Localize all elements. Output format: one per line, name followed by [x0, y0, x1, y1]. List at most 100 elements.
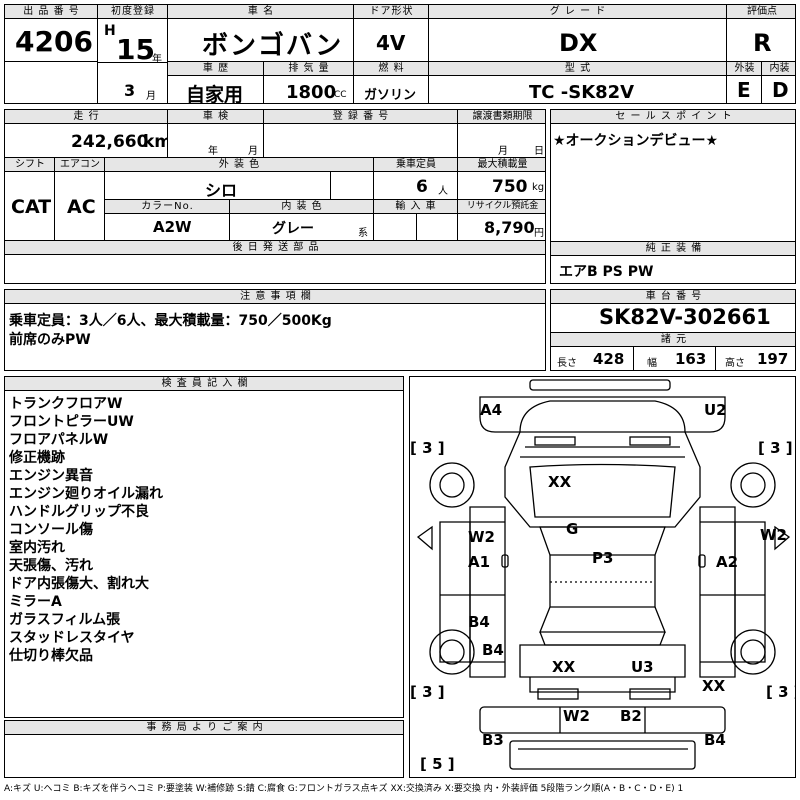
- history-value: 自家用: [186, 84, 244, 104]
- load-cell: 最大積載量 750 kg: [458, 158, 545, 200]
- month-number: 3: [124, 81, 136, 100]
- capacity-value: 6: [416, 177, 428, 197]
- color-label: 外 装 色: [105, 158, 373, 172]
- tire-rr: [ 3 ]: [766, 683, 795, 701]
- score-label: 評価点: [727, 5, 795, 19]
- width-value: 163: [675, 350, 707, 368]
- ac-value: AC: [67, 196, 96, 218]
- damage-xx-1: XX: [548, 473, 572, 491]
- car-diagram: [416, 379, 791, 770]
- capacity-unit: 人: [438, 186, 448, 197]
- car-name-label: 車 名: [168, 5, 353, 19]
- recycle-value: 8,790: [484, 218, 535, 237]
- tire-spare: [ 5 ]: [420, 755, 455, 773]
- interior-label: 内装: [762, 62, 795, 76]
- damage-p3: P3: [592, 549, 614, 567]
- mileage-unit: km: [143, 132, 167, 152]
- damage-a4: A4: [480, 401, 503, 419]
- inspector-line: 修正機跡: [9, 450, 65, 466]
- year-unit: 年: [152, 54, 162, 65]
- lot-number: 4206: [15, 25, 93, 58]
- door-value: 4V: [376, 31, 406, 55]
- notes-label: 注 意 事 項 欄: [5, 290, 545, 304]
- grade-cell: グ レ ー ド DX: [429, 5, 727, 62]
- damage-b2: B2: [620, 707, 642, 725]
- inspector-line: フロアパネルW: [9, 432, 109, 448]
- damage-a2: A2: [716, 553, 739, 571]
- mileage-value: 242,660: [71, 132, 149, 152]
- interior-cell: 内装 D: [762, 62, 795, 103]
- first-reg-label: 初度登録: [98, 5, 167, 19]
- notes-box: 注 意 事 項 欄 乗車定員：3人／6人、最大積載量：750／500Kg 前席の…: [4, 289, 546, 371]
- inspector-line: フロントピラーUW: [9, 414, 134, 430]
- inspector-line: 天張傷、汚れ: [9, 558, 93, 574]
- office-box: 事 務 局 よ り ご 案 内: [4, 720, 404, 778]
- fuel-value: ガソリン: [364, 88, 417, 103]
- score-value: R: [753, 29, 772, 57]
- mileage-label: 走 行: [5, 110, 167, 124]
- damage-legend: A:キズ U:ヘコミ B:キズを伴うヘコミ P:要塗装 W:補修跡 S:錆 C:…: [4, 784, 684, 794]
- inspection-month-unit: 月: [248, 146, 258, 157]
- history-cell: 車 歴 自家用: [168, 62, 264, 104]
- damage-u3: U3: [631, 658, 654, 676]
- damage-w2-bottom: W2: [563, 707, 590, 725]
- damage-g: G: [566, 520, 579, 538]
- car-name: ボンゴバン: [202, 31, 344, 61]
- equip-label: 純 正 装 備: [551, 242, 795, 256]
- notes-line-1: 乗車定員：3人／6人、最大積載量：750／500Kg: [9, 313, 332, 329]
- inspector-line: ミラーA: [9, 594, 62, 610]
- door-label: ドア形状: [354, 5, 428, 19]
- length-label: 長さ: [557, 358, 577, 369]
- tire-rl: [ 3 ]: [410, 683, 445, 701]
- inspector-lines: トランクフロアW フロントピラーUW フロアパネルW 修正機跡 エンジン異音 エ…: [9, 395, 163, 665]
- lot-blank: [5, 62, 98, 103]
- first-reg-cell: 初度登録 H 15 年 3 月: [98, 5, 168, 103]
- equip-value: エアB PS PW: [559, 264, 654, 280]
- car-diagram-box: A4 U2 XX G W2 W2 A1 P3 A2 B4 B4 XX U3 XX…: [409, 376, 796, 778]
- damage-b4-left: B4: [468, 613, 490, 631]
- door-cell: ドア形状 4V: [354, 5, 429, 62]
- inspector-line: ガラスフィルム張: [9, 612, 121, 628]
- parts-cell: 後 日 発 送 部 品: [5, 241, 545, 283]
- parts-label: 後 日 発 送 部 品: [5, 241, 545, 255]
- height-label: 高さ: [725, 358, 745, 369]
- colorno-value: A2W: [153, 218, 192, 236]
- history-label: 車 歴: [168, 62, 263, 76]
- damage-b4-lower: B4: [482, 641, 504, 659]
- inspection-year-unit: 年: [208, 146, 218, 157]
- inspector-line: エンジン異音: [9, 468, 93, 484]
- displacement-label: 排 気 量: [264, 62, 353, 76]
- header-box: 出 品 番 号 4206 初度登録 H 15 年 3 月 車 名 ボンゴバン ド…: [4, 4, 796, 104]
- color-value: シロ: [205, 181, 238, 200]
- tire-fr-value: 3: [770, 439, 781, 457]
- inspection-label: 車 検: [168, 110, 263, 124]
- damage-xx-3: XX: [702, 677, 726, 695]
- int-color-label: 内 装 色: [230, 200, 373, 214]
- regno-cell: 登 録 番 号: [264, 110, 458, 158]
- tire-rr-value: 3: [778, 683, 789, 701]
- transfer-day-unit: 日: [534, 146, 544, 157]
- inspector-line: コンソール傷: [9, 522, 93, 538]
- mileage-cell: 走 行 242,660 km: [5, 110, 168, 158]
- inspector-line: 室内汚れ: [9, 540, 65, 556]
- fuel-label: 燃 料: [354, 62, 428, 76]
- office-label: 事 務 局 よ り ご 案 内: [5, 721, 403, 735]
- capacity-label: 乗車定員: [374, 158, 457, 172]
- month-unit: 月: [146, 91, 156, 102]
- height-value: 197: [757, 350, 789, 368]
- color-cell: 外 装 色 シロ: [105, 158, 374, 200]
- lot-cell: 出 品 番 号 4206: [5, 5, 98, 62]
- recycle-label: リサイクル預託金: [458, 200, 545, 214]
- ac-label: エアコン: [55, 158, 104, 172]
- inspector-line: ドア内張傷大、割れ大: [9, 576, 149, 592]
- grade-label: グ レ ー ド: [429, 5, 726, 19]
- sales-text: ★オークションデビュー★: [553, 133, 719, 149]
- interior-value: D: [772, 78, 789, 102]
- load-label: 最大積載量: [458, 158, 545, 172]
- vehicle-info-box: 走 行 242,660 km 車 検 年 月 登 録 番 号 譲渡書類期限 月 …: [4, 109, 546, 284]
- damage-w2-right: W2: [760, 526, 787, 544]
- exterior-cell: 外装 E: [727, 62, 762, 103]
- damage-u2: U2: [704, 401, 727, 419]
- exterior-label: 外装: [727, 62, 761, 76]
- lot-label: 出 品 番 号: [5, 5, 97, 19]
